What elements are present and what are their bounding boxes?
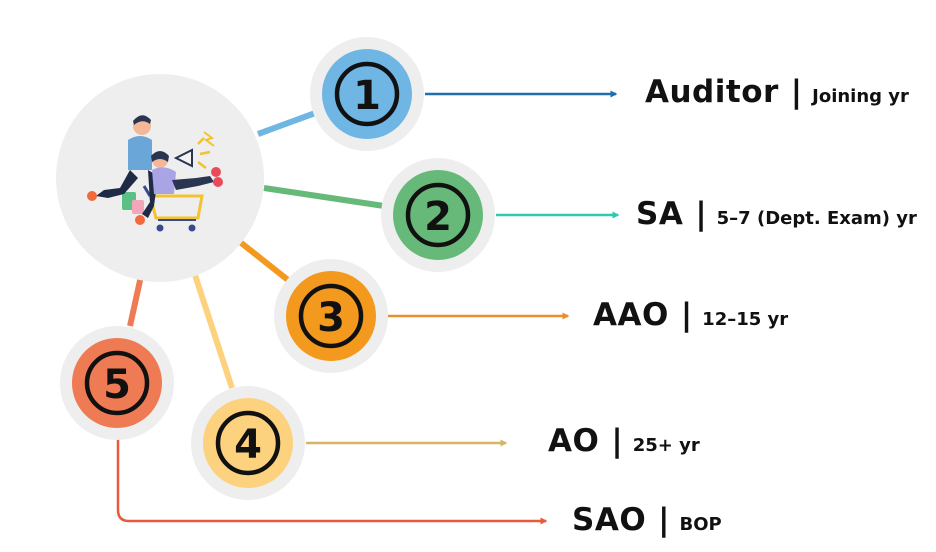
step-detail-5: BOP: [679, 514, 722, 535]
step-number-3: 3: [317, 295, 345, 341]
hub-connectors: [127, 109, 385, 389]
step-detail-4: 25+ yr: [632, 435, 700, 456]
step-detail-1: Joining yr: [812, 86, 909, 107]
step-number-1: 1: [353, 73, 381, 119]
connector-2: [263, 185, 385, 209]
step-separator-5: |: [658, 502, 670, 538]
step-title-3: AAO: [593, 297, 669, 333]
connector-1: [256, 109, 320, 137]
connector-5: [127, 275, 144, 327]
step-label-5: SAO | BOP: [572, 502, 722, 538]
step-node-5: 5: [60, 326, 174, 440]
step-title-1: Auditor: [645, 74, 779, 110]
step-separator-4: |: [611, 423, 623, 459]
shopping-cart-people-illustration: [87, 115, 223, 232]
step-detail-2: 5–7 (Dept. Exam) yr: [716, 208, 917, 229]
step-separator-2: |: [695, 196, 707, 232]
step-separator-1: |: [790, 74, 803, 110]
step-node-4: 4: [191, 386, 305, 500]
hub: [56, 74, 264, 282]
arrow-5: [116, 438, 548, 525]
connector-4: [191, 271, 235, 389]
step-label-4: AO | 25+ yr: [548, 423, 700, 459]
step-node-3: 3: [274, 259, 388, 373]
step-label-1: Auditor | Joining yr: [645, 74, 909, 110]
label-arrows: [116, 90, 620, 525]
step-node-2: 2: [381, 158, 495, 272]
step-title-4: AO: [548, 423, 600, 459]
step-number-5: 5: [103, 362, 131, 408]
step-node-1: 1: [310, 37, 424, 151]
step-detail-3: 12–15 yr: [702, 309, 789, 330]
step-separator-3: |: [680, 297, 693, 333]
step-label-3: AAO | 12–15 yr: [593, 297, 788, 333]
step-title-5: SAO: [572, 502, 647, 538]
step-title-2: SA: [636, 196, 684, 232]
step-label-2: SA | 5–7 (Dept. Exam) yr: [636, 196, 917, 232]
connector-3: [238, 239, 290, 283]
step-number-4: 4: [234, 422, 262, 468]
step-number-2: 2: [424, 194, 452, 240]
